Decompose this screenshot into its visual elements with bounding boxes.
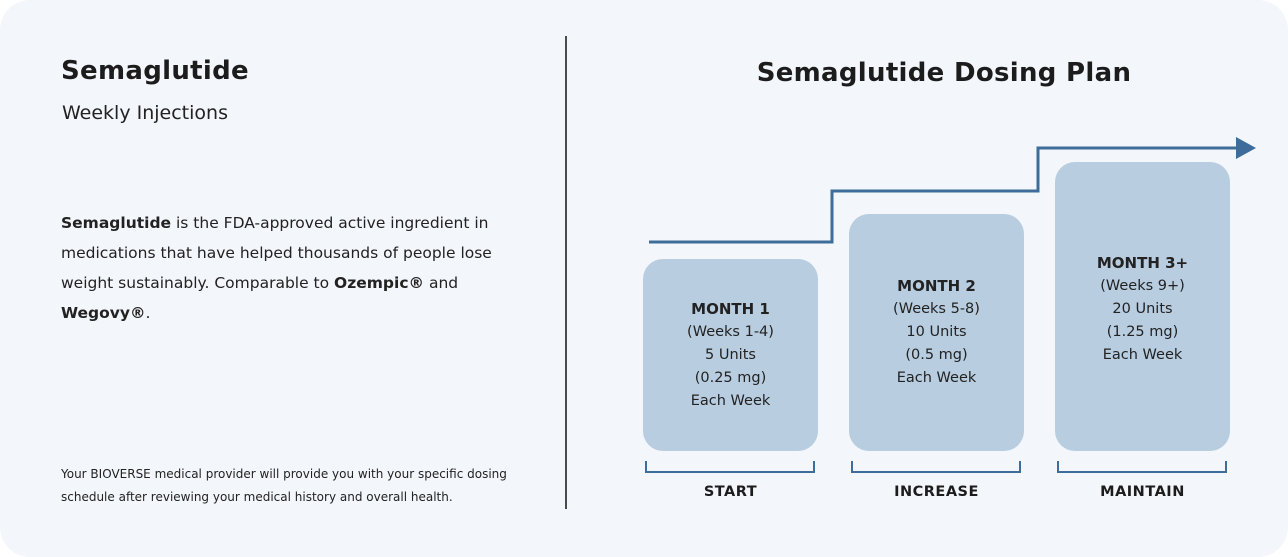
desc-bold-wegovy: Wegovy®: [61, 304, 146, 322]
desc-text-3: .: [145, 304, 151, 322]
step-box-month-2: MONTH 2 (Weeks 5-8) 10 Units (0.5 mg) Ea…: [849, 214, 1024, 451]
plan-title: Semaglutide Dosing Plan: [756, 58, 1132, 88]
step-month: MONTH 1: [691, 299, 770, 318]
step-units: 20 Units: [1112, 301, 1173, 317]
step-month: MONTH 2: [897, 277, 976, 295]
desc-text-2: and: [424, 274, 459, 292]
step-box-month-1: MONTH 1 (Weeks 1-4) 5 Units (0.25 mg) Ea…: [643, 259, 818, 451]
step-weeks: (Weeks 9+): [1100, 278, 1185, 294]
desc-text-1: is the FDA-approved active ingredient in…: [61, 214, 492, 292]
step-units: 5 Units: [705, 346, 756, 363]
step-box-month-3: MONTH 3+ (Weeks 9+) 20 Units (1.25 mg) E…: [1055, 162, 1230, 451]
step-mg: (0.25 mg): [694, 369, 767, 386]
step-bracket-2: [851, 461, 1021, 473]
vertical-divider: [565, 36, 567, 509]
step-frequency: Each Week: [1102, 347, 1183, 363]
step-units: 10 Units: [906, 324, 967, 340]
stage-label-start: START: [703, 484, 758, 500]
medication-title: Semaglutide: [61, 56, 249, 86]
step-mg: (0.5 mg): [905, 347, 968, 363]
step-bracket-1: [645, 461, 815, 473]
stage-label-increase: INCREASE: [894, 484, 979, 500]
step-mg: (1.25 mg): [1106, 324, 1179, 340]
desc-bold-semaglutide: Semaglutide: [61, 214, 172, 232]
step-weeks: (Weeks 5-8): [893, 301, 980, 317]
medication-description: Semaglutide is the FDA-approved active i…: [61, 208, 511, 328]
provider-note: Your BIOVERSE medical provider will prov…: [61, 467, 507, 504]
step-weeks: (Weeks 1-4): [687, 323, 774, 340]
medication-subtitle: Weekly Injections: [62, 102, 228, 124]
step-bracket-3: [1057, 461, 1227, 473]
desc-bold-ozempic: Ozempic®: [334, 274, 425, 292]
stage-label-maintain: MAINTAIN: [1100, 484, 1185, 500]
step-frequency: Each Week: [896, 370, 977, 386]
step-month: MONTH 3+: [1096, 254, 1189, 272]
step-frequency: Each Week: [690, 392, 771, 409]
